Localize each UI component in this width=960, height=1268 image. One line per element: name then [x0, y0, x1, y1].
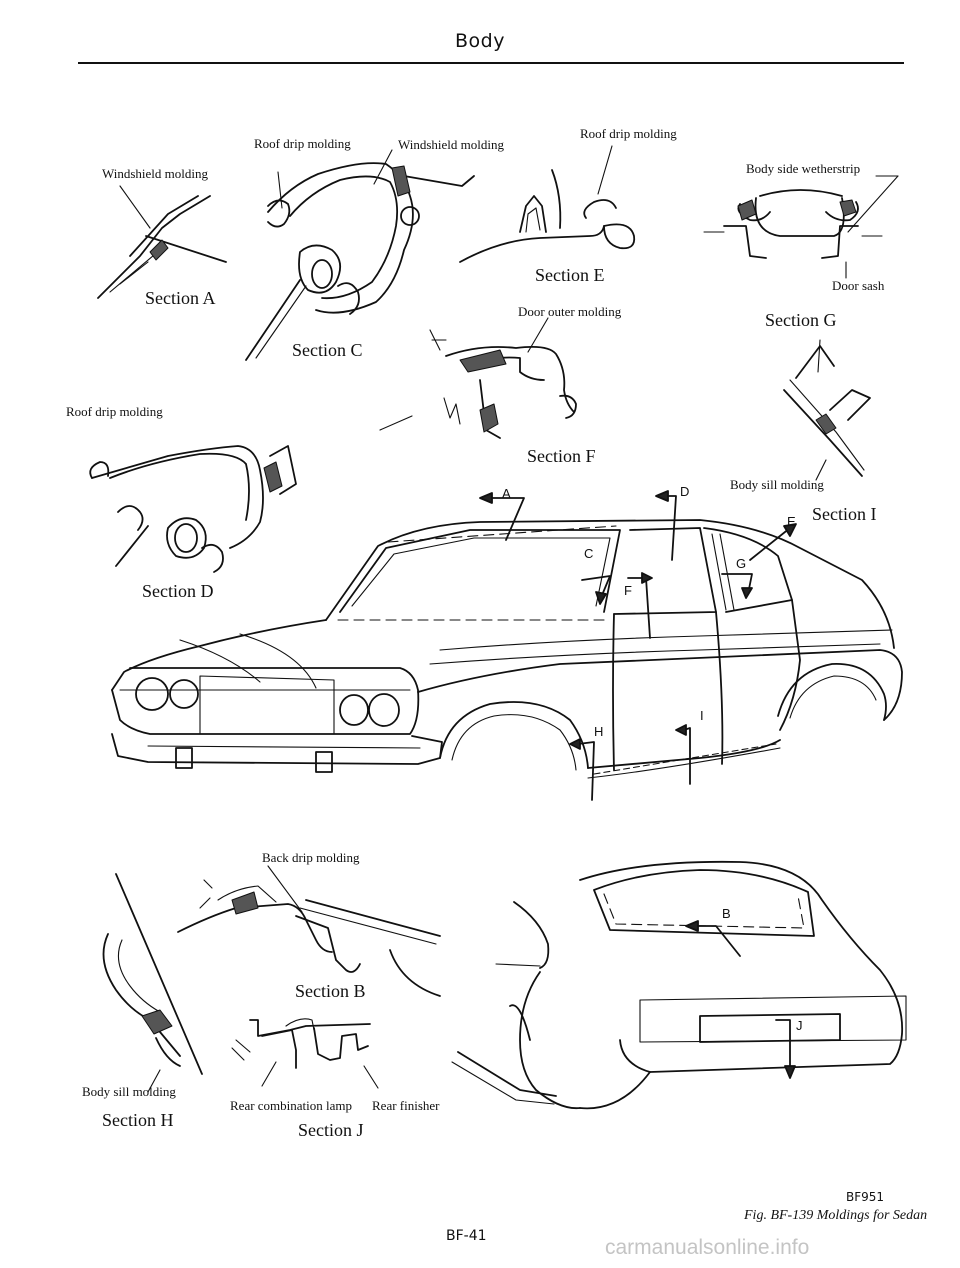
section-c-detail [245, 149, 475, 361]
section-i-title: Section I [812, 504, 877, 524]
marker-f: F [624, 583, 632, 598]
section-d-title: Section D [142, 581, 214, 601]
label-roof-drip-molding-d: Roof drip molding [66, 404, 163, 419]
label-door-sash: Door sash [832, 278, 885, 293]
marker-d: D [680, 484, 690, 499]
section-c-title: Section C [292, 340, 363, 360]
section-b-detail [177, 865, 441, 997]
label-rear-combination-lamp: Rear combination lamp [230, 1098, 353, 1113]
section-j-title: Section J [298, 1120, 364, 1140]
watermark: carmanualsonline.info [605, 1236, 810, 1259]
section-a-title: Section A [145, 288, 216, 308]
header-rule [78, 62, 904, 64]
car-side-view [111, 490, 903, 801]
page-title: Body [455, 30, 505, 52]
label-body-sill-molding-i: Body sill molding [730, 477, 824, 492]
car-rear-view [451, 860, 907, 1110]
marker-j: J [796, 1018, 803, 1033]
marker-h: H [594, 724, 604, 739]
section-j-detail [231, 1018, 379, 1089]
label-back-drip-molding: Back drip molding [262, 850, 360, 865]
section-e-detail [459, 145, 636, 263]
page-header: Body [0, 0, 960, 66]
label-body-sill-molding-h: Body sill molding [82, 1084, 176, 1099]
page-number: BF-41 [446, 1228, 487, 1244]
section-f-detail [429, 317, 577, 439]
section-h-title: Section H [102, 1110, 174, 1130]
section-h-detail [102, 873, 203, 1093]
marker-i: I [700, 708, 704, 723]
label-windshield-molding-c: Windshield molding [398, 137, 504, 152]
section-g-detail [703, 175, 899, 279]
label-door-outer-molding: Door outer molding [518, 304, 622, 319]
section-d-detail [89, 415, 413, 573]
figure-caption: Fig. BF-139 Moldings for Sedan [744, 1208, 928, 1223]
label-windshield-molding-a: Windshield molding [102, 166, 208, 181]
marker-b: B [722, 906, 731, 921]
marker-g: G [736, 556, 747, 571]
label-roof-drip-molding-c: Roof drip molding [254, 136, 351, 151]
label-roof-drip-molding-e: Roof drip molding [580, 126, 677, 141]
label-rear-finisher: Rear finisher [372, 1098, 440, 1113]
section-g-title: Section G [765, 310, 837, 330]
marker-e: E [787, 514, 796, 529]
section-a-detail [97, 185, 227, 299]
section-b-title: Section B [295, 981, 366, 1001]
marker-a: A [502, 486, 511, 501]
section-f-title: Section F [527, 446, 596, 466]
section-e-title: Section E [535, 265, 605, 285]
marker-c: C [584, 546, 594, 561]
figure-code: BF951 [846, 1190, 885, 1204]
section-i-detail [783, 339, 871, 481]
label-body-side-wetherstrip: Body side wetherstrip [746, 161, 861, 176]
